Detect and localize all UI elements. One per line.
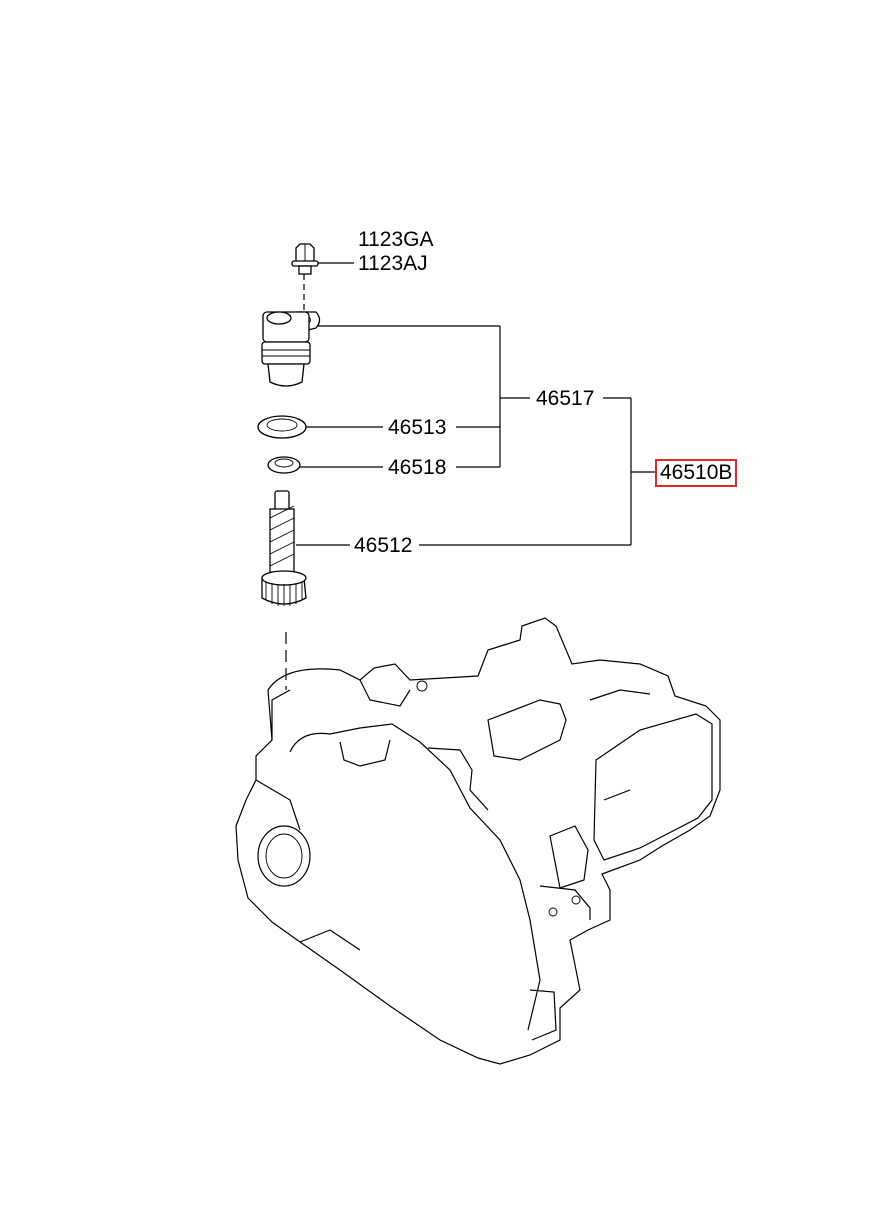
label-46510B-highlighted[interactable]: 46510B [655, 459, 738, 487]
sensor-assembly-part [261, 311, 321, 387]
label-46518: 46518 [388, 456, 447, 479]
label-46512: 46512 [354, 534, 413, 557]
oring-large-part [257, 415, 307, 439]
label-1123GA: 1123GA [358, 228, 434, 251]
transaxle-housing [235, 617, 721, 1065]
oring-small-part [267, 456, 301, 474]
label-46517: 46517 [536, 387, 595, 410]
label-1123AJ: 1123AJ [358, 252, 428, 275]
gear-shaft-part [261, 490, 307, 606]
label-46513: 46513 [388, 416, 447, 439]
leader-lines [285, 262, 655, 690]
bolt-part [291, 243, 319, 275]
